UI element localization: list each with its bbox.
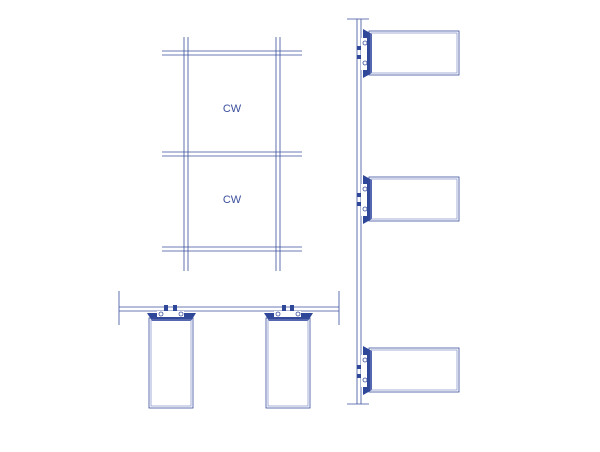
transom-section-bottom	[357, 346, 460, 395]
transom-top	[162, 50, 302, 56]
transom-bottom	[162, 246, 302, 252]
panel-label-upper: CW	[223, 103, 242, 115]
mullion-section-right	[264, 305, 313, 409]
vertical-section	[347, 18, 460, 405]
mullion-left	[183, 37, 189, 271]
horizontal-section	[118, 291, 340, 409]
panel-label-lower: CW	[223, 194, 242, 206]
transom-section-middle	[357, 175, 460, 224]
mullion-section-left	[147, 305, 196, 409]
transom-section-top	[357, 29, 460, 78]
transom-middle	[162, 151, 302, 157]
mullion-right	[275, 37, 281, 271]
elevation-view	[162, 37, 302, 271]
